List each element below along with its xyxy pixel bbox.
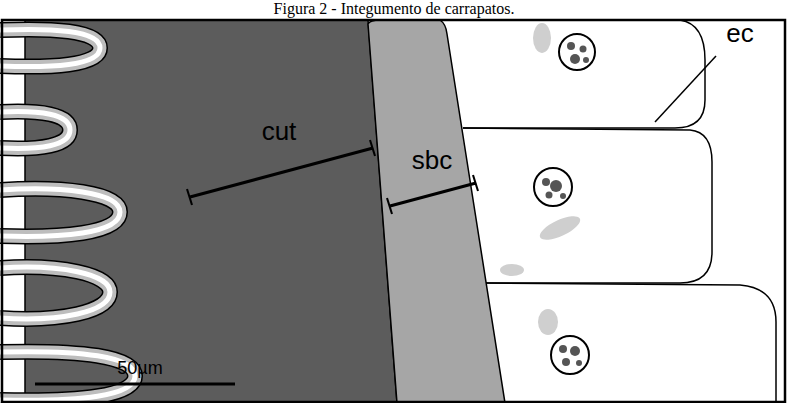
- cell-outline: [463, 128, 712, 283]
- inclusion: [533, 23, 551, 53]
- chromatin: [562, 358, 570, 366]
- inclusion: [537, 211, 584, 244]
- fold-outline: [0, 352, 135, 401]
- fold-lumen: [0, 112, 70, 149]
- cut-dimension-line: [190, 148, 373, 197]
- sbc-dimension-line: [390, 183, 476, 206]
- subcuticle-layer: [368, 20, 505, 403]
- fold-lining: [0, 29, 100, 66]
- dimension-tick: [387, 198, 392, 214]
- chromatin: [576, 360, 582, 366]
- fold-outline: [0, 29, 100, 66]
- fold-lining: [0, 112, 70, 149]
- chromatin: [567, 42, 575, 50]
- chromatin: [583, 57, 589, 63]
- dimension-lines: [35, 56, 716, 384]
- figure-title: Figura 2 - Integumento de carrapatos.: [0, 1, 788, 17]
- cell-outline: [486, 283, 776, 403]
- ec-leader-line: [655, 56, 716, 122]
- fold-outline: [0, 267, 110, 319]
- cuticle-layer: [25, 20, 397, 403]
- chromatin: [546, 192, 553, 199]
- scale-bar-label: 50µm: [117, 359, 162, 377]
- callout-label: ec: [726, 20, 753, 46]
- cuticle-folds: [0, 29, 135, 400]
- epidermal-cells: [447, 20, 776, 403]
- dimension-tick: [473, 175, 478, 191]
- chromatin: [570, 54, 580, 64]
- chromatin: [542, 178, 550, 186]
- cell-outline: [447, 20, 705, 128]
- chromatin: [580, 46, 587, 53]
- fold-lumen: [0, 29, 100, 66]
- fold-lining: [0, 267, 110, 319]
- nuclei: [534, 34, 595, 374]
- chromatin: [560, 193, 566, 199]
- dimension-tick: [187, 189, 192, 205]
- fold-lining: [0, 189, 120, 237]
- dimension-label: cut: [262, 118, 297, 144]
- figure-frame: [2, 20, 785, 402]
- inclusion: [500, 264, 524, 276]
- nucleus: [551, 336, 589, 374]
- chromatin: [559, 345, 567, 353]
- scale-bar: [35, 383, 235, 386]
- fold-lumen: [0, 189, 120, 237]
- fold-outline: [0, 112, 70, 149]
- dimension-label: sbc: [412, 147, 452, 173]
- chromatin: [570, 346, 580, 356]
- inclusion: [538, 309, 558, 335]
- nucleus: [559, 34, 595, 70]
- fold-outline: [0, 189, 120, 237]
- fold-lumen: [0, 352, 135, 401]
- fold-lining: [0, 352, 135, 401]
- nucleus: [534, 168, 572, 206]
- chromatin: [550, 180, 562, 192]
- fold-lumen: [0, 267, 110, 319]
- dimension-tick: [370, 140, 375, 156]
